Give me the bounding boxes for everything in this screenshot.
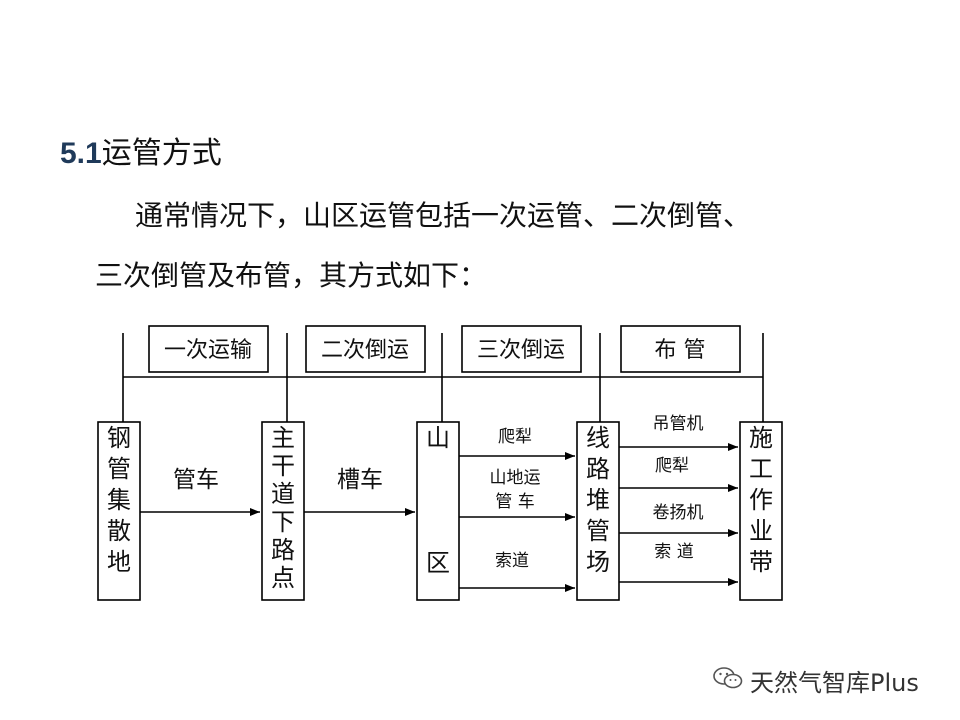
node-box-line-yard <box>576 421 620 601</box>
node-char: 地 <box>107 548 131 576</box>
node-char: 钢 <box>107 424 131 452</box>
node-char: 下 <box>271 508 295 536</box>
node-box-road-point <box>261 421 305 601</box>
section-title: 运管方式 <box>101 136 222 171</box>
node-char: 管 <box>107 455 131 483</box>
label-crane: 吊管机 <box>653 414 704 434</box>
node-char: 场 <box>586 548 610 576</box>
node-char: 山 <box>426 424 450 452</box>
node-char: 带 <box>749 548 773 576</box>
node-box-worksite <box>739 421 783 601</box>
node-char: 路 <box>271 536 295 564</box>
stage-box-1 <box>148 325 269 373</box>
node-char: 管 <box>586 517 610 545</box>
node-char: 施 <box>749 424 773 452</box>
section-heading: 5.1运管方式 <box>60 128 222 172</box>
label-cableway-2: 索 道 <box>654 542 693 562</box>
stage-label-1: 一次运输 <box>164 338 252 363</box>
stage-box-2 <box>305 325 426 373</box>
paragraph-line-1: 通常情况下，山区运管包括一次运管、二次倒管、 <box>135 199 752 232</box>
watermark-text: 天然气智库Plus <box>750 669 919 697</box>
node-char: 作 <box>749 486 773 514</box>
paragraph-line-2: 三次倒管及布管，其方式如下： <box>95 259 488 292</box>
label-pipe-truck: 管车 <box>173 467 219 493</box>
stage-box-3 <box>461 325 582 373</box>
stage-box-4 <box>620 325 741 373</box>
stage-dividers <box>122 333 764 424</box>
section-number: 5.1 <box>60 137 102 170</box>
stage-label-4: 布 管 <box>655 338 706 363</box>
label-sledge-2: 爬犁 <box>655 456 689 476</box>
node-label-mountain: 山区 <box>426 424 450 577</box>
node-char: 点 <box>271 564 295 592</box>
node-label-road-point: 主干道下路点 <box>271 424 295 592</box>
watermark: 天然气智库Plus <box>712 663 919 698</box>
label-winch: 卷扬机 <box>653 503 704 523</box>
node-label-steel-yard: 钢管集散地 <box>107 424 131 576</box>
node-char: 干 <box>271 452 295 480</box>
label-mountain-truck-1: 山地运 <box>490 468 541 488</box>
node-char: 工 <box>749 455 773 483</box>
label-mountain-truck-2: 管 车 <box>495 492 534 512</box>
node-char: 道 <box>271 480 295 508</box>
node-char: 业 <box>749 517 773 545</box>
node-char: 堆 <box>586 486 610 514</box>
node-box-steel-yard <box>97 421 141 601</box>
label-trough-truck: 槽车 <box>337 467 383 493</box>
node-label-line-yard: 线路堆管场 <box>586 424 610 576</box>
label-sledge: 爬犁 <box>498 427 532 447</box>
label-cableway: 索道 <box>495 551 529 571</box>
node-char: 区 <box>426 549 450 577</box>
node-char: 散 <box>107 517 131 545</box>
node-box-mountain <box>416 421 460 601</box>
node-char: 主 <box>271 424 295 452</box>
stage-label-3: 三次倒运 <box>477 338 565 363</box>
node-char: 集 <box>107 486 131 514</box>
node-char: 线 <box>586 424 610 452</box>
node-char: 路 <box>586 455 610 483</box>
node-label-worksite: 施工作业带 <box>749 424 773 576</box>
stage-label-2: 二次倒运 <box>321 338 409 363</box>
wechat-icon <box>712 665 744 697</box>
